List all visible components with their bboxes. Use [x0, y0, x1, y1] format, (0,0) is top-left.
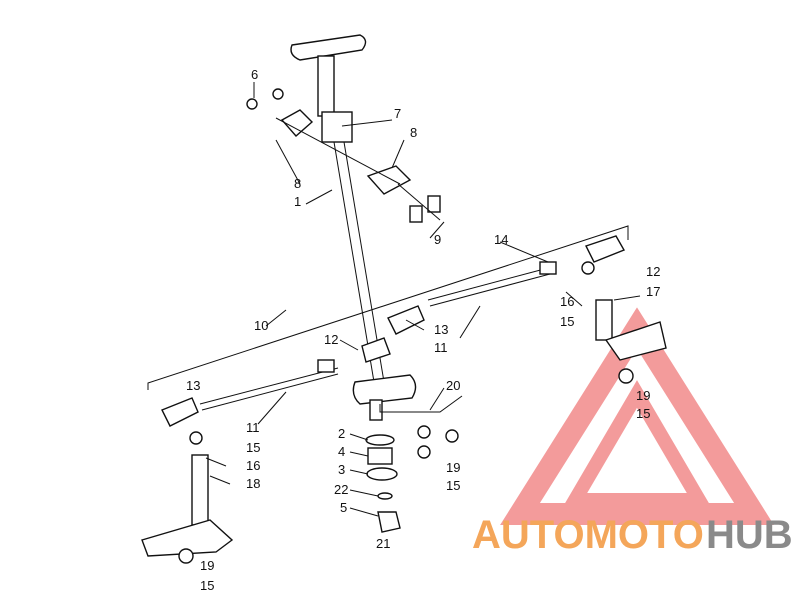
steering-column: [290, 34, 417, 421]
callout-15: 15: [636, 406, 650, 421]
callout-2: 2: [338, 426, 345, 441]
callout-11: 11: [434, 340, 448, 355]
callout-19: 19: [446, 460, 460, 475]
watermark-text-automoto: AUTOMOTO: [472, 513, 704, 557]
callout-20: 20: [446, 378, 460, 393]
callout-12: 12: [324, 332, 338, 347]
clamp-parts: [246, 88, 441, 223]
right-spindle: [581, 261, 667, 384]
callout-19: 19: [636, 388, 650, 403]
callout-4: 4: [338, 444, 345, 459]
callout-21: 21: [376, 536, 390, 551]
bushings-hardware: [365, 425, 459, 533]
callout-22: 22: [334, 482, 348, 497]
left-spindle: [141, 431, 234, 564]
callout-12: 12: [646, 264, 660, 279]
callout-labels: 6 7 8 8 1 9 14 12 17 16 15 10 12 13 11 1…: [186, 67, 660, 593]
callout-11: 11: [246, 420, 260, 435]
callout-3: 3: [338, 462, 345, 477]
watermark-text: AUTOMOTO HUB: [472, 513, 793, 557]
callout-6: 6: [251, 67, 258, 82]
callout-13: 13: [434, 322, 448, 337]
callout-5: 5: [340, 500, 347, 515]
callout-15: 15: [446, 478, 460, 493]
watermark-text-hub: HUB: [706, 513, 793, 557]
callout-15: 15: [560, 314, 574, 329]
callout-14: 14: [494, 232, 508, 247]
callout-15: 15: [246, 440, 260, 455]
leader-lines: [147, 82, 641, 517]
callout-8: 8: [410, 125, 417, 140]
callout-7: 7: [394, 106, 401, 121]
callout-8: 8: [294, 176, 301, 191]
callout-18: 18: [246, 476, 260, 491]
callout-17: 17: [646, 284, 660, 299]
watermark-logo: [500, 307, 774, 525]
callout-13: 13: [186, 378, 200, 393]
tie-rods: [161, 235, 626, 427]
callout-10: 10: [254, 318, 268, 333]
callout-16: 16: [560, 294, 574, 309]
callout-9: 9: [434, 232, 441, 247]
callout-15: 15: [200, 578, 214, 593]
callout-16: 16: [246, 458, 260, 473]
callout-1: 1: [294, 194, 301, 209]
callout-19: 19: [200, 558, 214, 573]
